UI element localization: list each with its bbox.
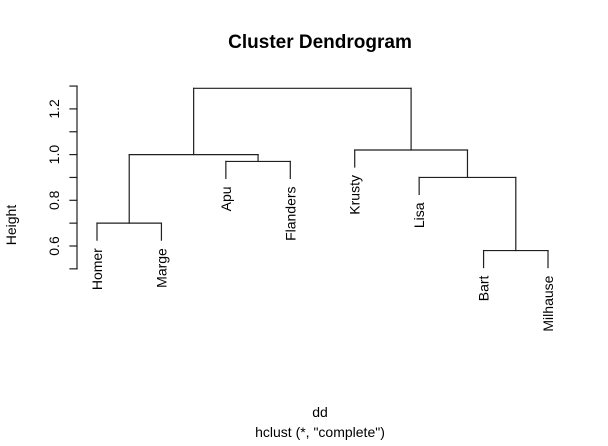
leaf-label-bart: Bart [476, 275, 492, 301]
leaf-label-lisa: Lisa [411, 202, 427, 228]
dendrogram-tree [96, 87, 549, 269]
leaf-label-milhause: Milhause [540, 275, 556, 331]
y-tick-label: 0.8 [46, 190, 62, 210]
plot-subtitle: hclust (*, "complete") [255, 424, 385, 440]
plot-title: Cluster Dendrogram [228, 32, 412, 53]
y-axis: 0.6 0.8 1.0 1.2 [46, 85, 78, 270]
y-axis-title: Height [3, 205, 19, 246]
leaf-label-flanders: Flanders [282, 186, 298, 240]
x-axis-title: dd [312, 404, 328, 420]
y-tick-label: 0.6 [46, 236, 62, 256]
leaf-label-apu: Apu [218, 186, 234, 211]
y-tick-label: 1.2 [46, 99, 62, 119]
leaf-label-homer: Homer [89, 248, 105, 290]
leaf-label-marge: Marge [153, 248, 169, 288]
leaf-label-krusty: Krusty [347, 175, 363, 215]
y-tick-label: 1.0 [46, 145, 62, 165]
